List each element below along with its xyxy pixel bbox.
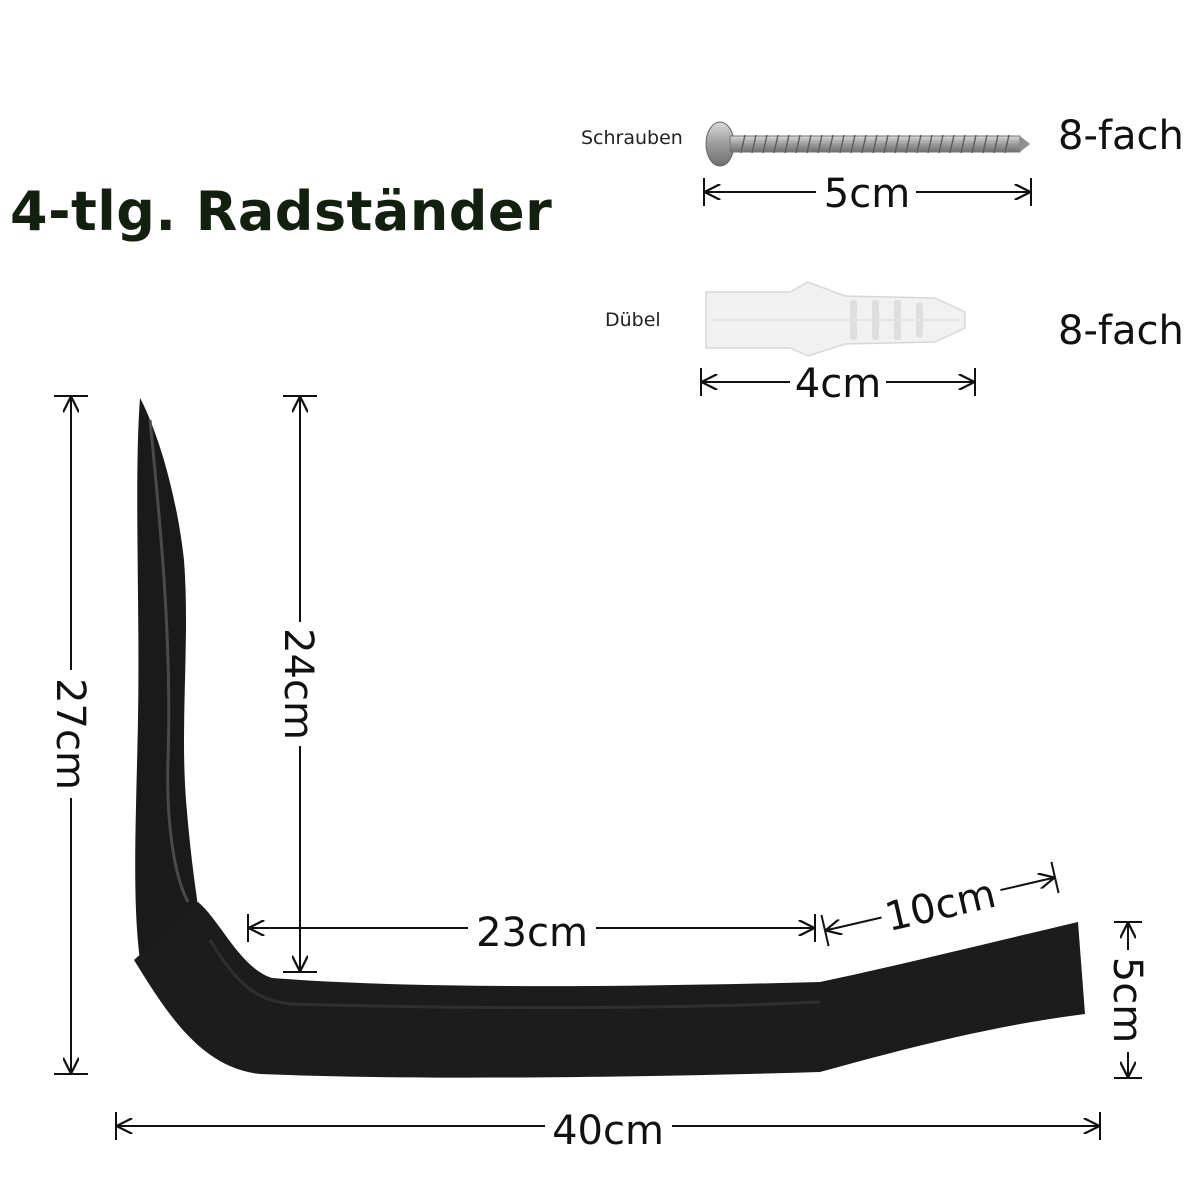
screw-image: [705, 121, 1030, 167]
dowel-length-dimension: [700, 368, 976, 396]
product-title: 4-tlg. Radständer: [10, 180, 553, 243]
inner-length-dimension: [247, 914, 816, 942]
inner-height-dimension: [283, 395, 317, 973]
tip-height-label: 5cm: [1104, 957, 1150, 1043]
total-height-label: 27cm: [47, 678, 93, 790]
dowel-length-label: 4cm: [795, 361, 881, 407]
screw-quantity: 8-fach: [1058, 113, 1184, 159]
screw-label: Schrauben: [581, 127, 683, 149]
screw-length-label: 5cm: [824, 171, 910, 217]
bike-hook-image: [134, 398, 1085, 1078]
total-length-dimension: [115, 1112, 1101, 1140]
screw-length-dimension: [703, 178, 1032, 206]
total-length-label: 40cm: [552, 1108, 664, 1154]
inner-height-label: 24cm: [275, 628, 321, 740]
tip-height-dimension: [1114, 921, 1142, 1079]
dowel-label: Dübel: [605, 309, 661, 331]
dowel-image: [705, 281, 966, 357]
inner-length-label: 23cm: [476, 910, 588, 956]
total-height-dimension: [54, 395, 88, 1075]
dowel-quantity: 8-fach: [1058, 308, 1184, 354]
tip-length-label: 10cm: [881, 871, 1000, 941]
